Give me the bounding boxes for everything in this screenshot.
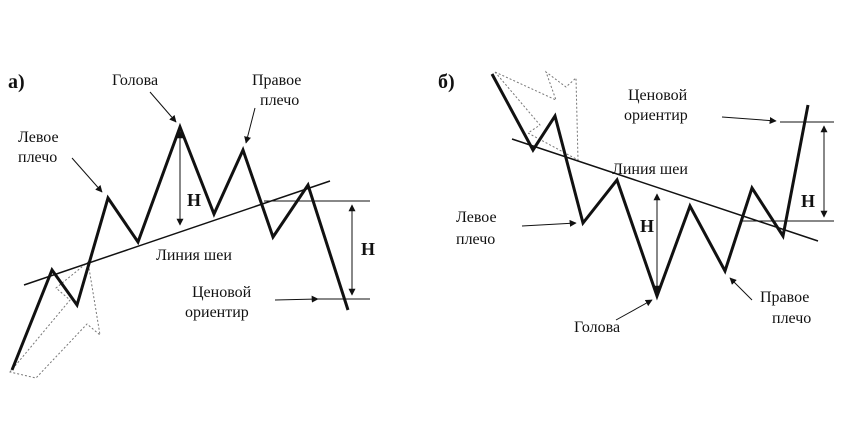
panel-b-right-shoulder-label-2: плечо [772,310,811,327]
panel-b-head-height-mark: H [640,216,654,236]
panel-a-left-shoulder-label-2: плечо [18,149,57,166]
panel-b-target-pointer [721,116,777,125]
panel-a: а) H H Голова Левое плечо Правое плечо Л… [8,71,375,379]
panel-b: б) H H Ценовой ориентир Линия шеи Левое … [438,70,834,336]
panel-a-tag: а) [8,71,25,93]
panel-b-tag: б) [438,71,455,93]
panel-a-right-shoulder-label-2: плечо [260,92,299,109]
panel-b-left-shoulder-label-1: Левое [456,209,497,226]
panel-b-neckline [511,138,819,242]
panel-b-price-line [490,73,810,301]
panel-a-left-shoulder-pointer [71,157,103,193]
panel-a-target-pointer [274,295,319,303]
panel-a-target-height-mark: H [361,239,375,259]
panel-b-head-label: Голова [574,319,620,336]
panel-b-right-shoulder-label-1: Правое [760,289,809,306]
panel-b-target-label-2: ориентир [624,107,688,124]
panel-a-price-line [10,122,350,371]
panel-a-target-label-2: ориентир [185,304,249,321]
panel-a-right-shoulder-label-1: Правое [252,72,301,89]
panel-a-neckline [23,180,331,286]
panel-b-target-height-mark: H [801,191,815,211]
panel-a-head-pointer [149,91,177,123]
panel-a-left-shoulder-label-1: Левое [18,129,59,146]
panel-a-target-label-1: Ценовой [192,284,252,301]
panel-b-left-shoulder-label-2: плечо [456,231,495,248]
panel-a-right-shoulder-pointer [244,107,256,144]
panel-b-target-label-1: Ценовой [628,87,688,104]
panel-a-head-height-mark: H [187,190,201,210]
panel-b-left-shoulder-pointer [521,219,577,227]
panel-a-head-label: Голова [112,72,158,89]
panel-a-trend-arrow [9,261,101,379]
panel-a-neckline-label: Линия шеи [156,247,232,264]
panel-b-neckline-label: Линия шеи [612,161,688,178]
panel-b-right-shoulder-pointer [729,277,753,301]
panel-b-head-pointer [615,299,653,321]
panel-b-trend-arrow [494,70,579,161]
